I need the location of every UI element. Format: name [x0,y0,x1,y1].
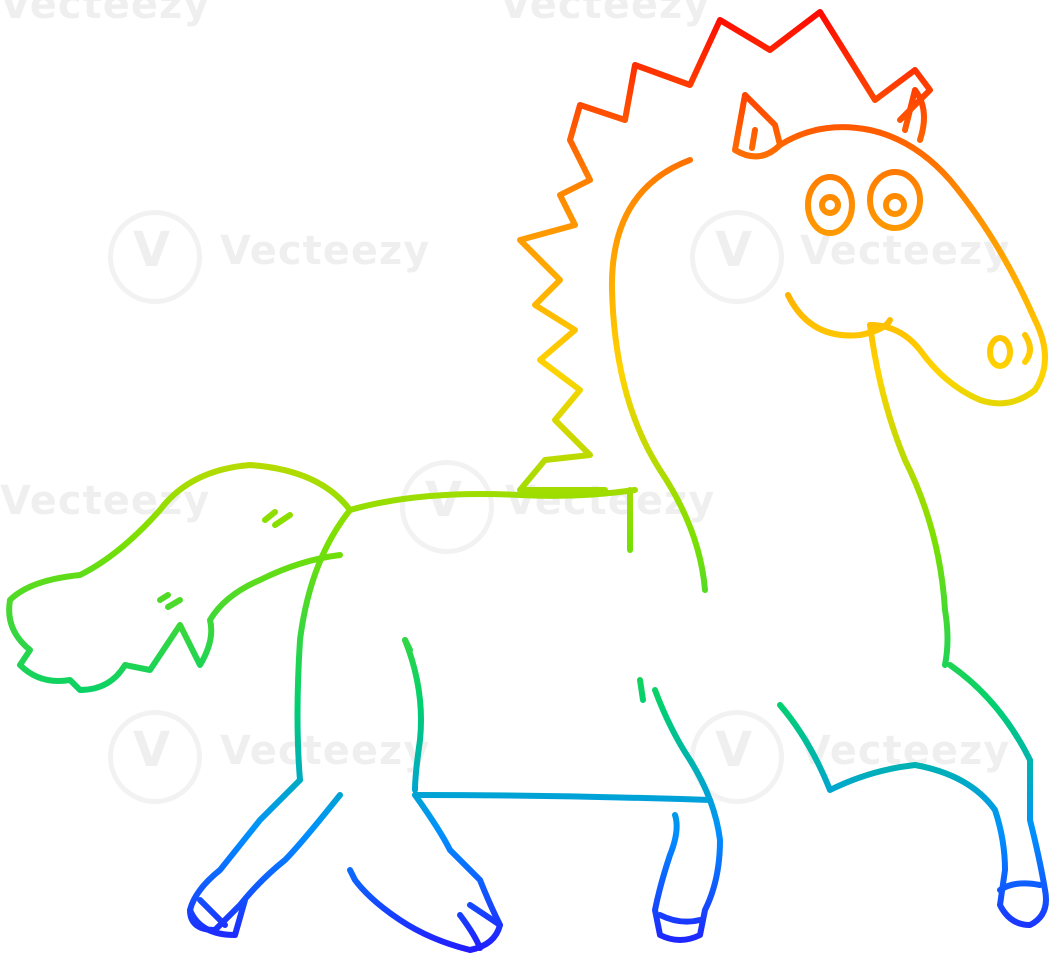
watermark-text: Vecteezy [220,728,431,774]
horse-mouth [785,292,893,339]
horse-body-rear [294,507,353,783]
horse-front-hoof-left [657,912,703,925]
watermark-logo [690,710,784,804]
watermark-logo-glyph: V [133,722,171,778]
horse-head [777,124,1048,407]
horse-rear-leg-left [187,777,343,933]
horse-belly [412,792,713,803]
watermark-text: Vecteezy [500,0,711,28]
horse-mane [517,9,933,493]
horse-eye-right [867,169,923,231]
horse-eye-left [805,174,855,236]
watermark-logo [108,210,202,304]
watermark-logo [108,710,202,804]
horse-tail [6,462,353,693]
watermark-logo [400,460,494,554]
horse-ear [732,92,783,160]
watermark-logo-glyph: V [715,222,753,278]
horse-front-hoof-right [997,880,1043,893]
horse-back [347,487,638,513]
watermark-text: Vecteezy [800,228,1011,274]
horse-front-leg-left [652,687,723,943]
horse-rear-hoof-right [457,912,483,951]
horse-rear-leg-right [347,792,503,953]
horse-front-leg-right [777,662,1049,928]
watermark-logo-glyph: V [133,222,171,278]
horse-rear-hoof-left [187,897,248,938]
horse-neck-back [608,157,708,593]
watermark-text: Vecteezy [0,0,211,28]
horse-neck-front [867,322,951,668]
watermark-logo-glyph: V [425,472,463,528]
watermark-text: Vecteezy [0,478,211,524]
watermark-logo-glyph: V [715,722,753,778]
horse-nostril [987,335,1013,369]
watermark-logo [690,210,784,304]
watermark-text: Vecteezy [220,228,431,274]
